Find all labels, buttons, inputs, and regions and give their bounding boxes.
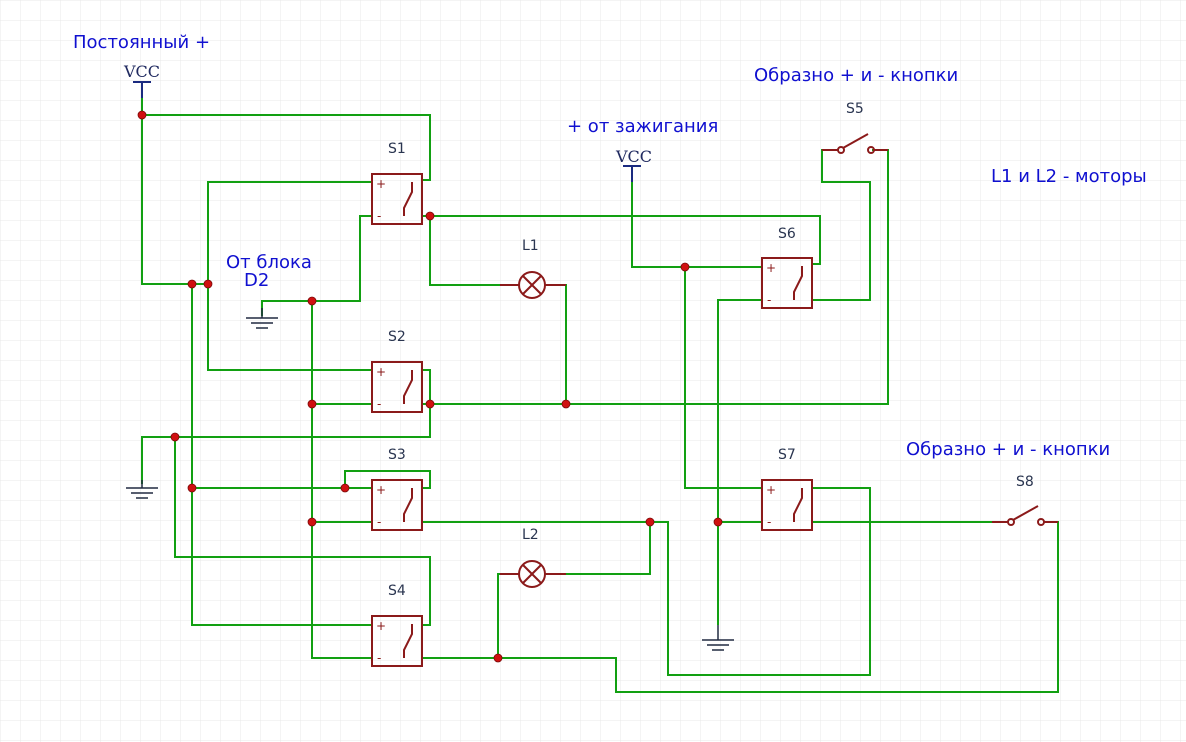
lamp-l1-label: L1	[522, 238, 539, 254]
relay-s6[interactable]: + -	[761, 257, 813, 309]
lamp-l2-label: L2	[522, 527, 539, 543]
relay-s7-label: S7	[778, 447, 796, 463]
lamp-l2[interactable]	[500, 560, 566, 588]
relay-s4[interactable]: + -	[371, 615, 423, 667]
wire-s6-minus	[717, 299, 762, 625]
wire-s1-minus	[312, 215, 372, 302]
relay-plus-mark: +	[766, 483, 776, 497]
relay-minus-mark: -	[767, 515, 771, 529]
wire-s1-plus	[207, 181, 372, 371]
relay-s2-label: S2	[388, 329, 406, 345]
wire-s2-top	[141, 369, 431, 484]
vcc-ignition-label: VCC	[615, 147, 652, 166]
relay-s4-label: S4	[388, 583, 406, 599]
wire-s1-l1	[429, 216, 515, 286]
relay-s7[interactable]: + -	[761, 479, 813, 531]
junction-dots	[137, 110, 723, 663]
switch-s8[interactable]	[992, 505, 1058, 526]
annotation-constant-plus: Постоянный +	[73, 32, 210, 53]
annotation-buttons-top: Образно + и - кнопки	[754, 65, 958, 86]
annotation-motors: L1 и L2 - моторы	[991, 166, 1147, 187]
relay-minus-mark: -	[377, 397, 381, 411]
wire-s3-to-s7	[650, 487, 871, 676]
relay-s6-label: S6	[778, 226, 796, 242]
wire-vcc-ignition	[631, 180, 685, 268]
relay-minus-mark: -	[377, 651, 381, 665]
vcc-ignition-symbol	[623, 165, 641, 182]
ground-d2-symbol	[246, 308, 278, 329]
wire-v175	[174, 437, 431, 626]
annotation-from-block-line2: D2	[244, 270, 269, 291]
annotation-buttons-bottom: Образно + и - кнопки	[906, 439, 1110, 460]
relay-plus-mark: +	[376, 483, 386, 497]
relay-s1[interactable]: + -	[371, 173, 423, 225]
annotation-from-block-line1: От блока	[226, 252, 312, 273]
relay-minus-mark: -	[767, 293, 771, 307]
relay-s2[interactable]: + -	[371, 361, 423, 413]
relay-plus-mark: +	[766, 261, 776, 275]
relay-plus-mark: +	[376, 365, 386, 379]
relay-s3-label: S3	[388, 447, 406, 463]
wire-vcc-left	[141, 98, 208, 285]
relay-s1-label: S1	[388, 141, 406, 157]
ground-bottom-symbol	[702, 625, 734, 651]
relay-s3[interactable]: + -	[371, 479, 423, 531]
wire-s3-loop	[344, 470, 431, 489]
relay-minus-mark: -	[377, 515, 381, 529]
wire-ign-s7	[684, 267, 762, 489]
vcc-left-symbol	[133, 81, 151, 98]
relay-plus-mark: +	[376, 619, 386, 633]
relay-plus-mark: +	[376, 177, 386, 191]
wire-l2-right	[548, 522, 651, 575]
switch-s5[interactable]	[822, 133, 888, 154]
vcc-left-label: VCC	[123, 62, 160, 81]
annotation-from-ignition: + от зажигания	[567, 116, 718, 137]
switch-s5-label: S5	[846, 101, 864, 117]
wire-s1-out	[422, 215, 821, 265]
wire-vcc-to-s1	[142, 114, 431, 181]
lamp-l1[interactable]	[500, 271, 566, 299]
ground-left-symbol	[126, 480, 158, 499]
wire-v312	[311, 301, 372, 659]
relay-minus-mark: -	[377, 209, 381, 223]
switch-s8-label: S8	[1016, 474, 1034, 490]
